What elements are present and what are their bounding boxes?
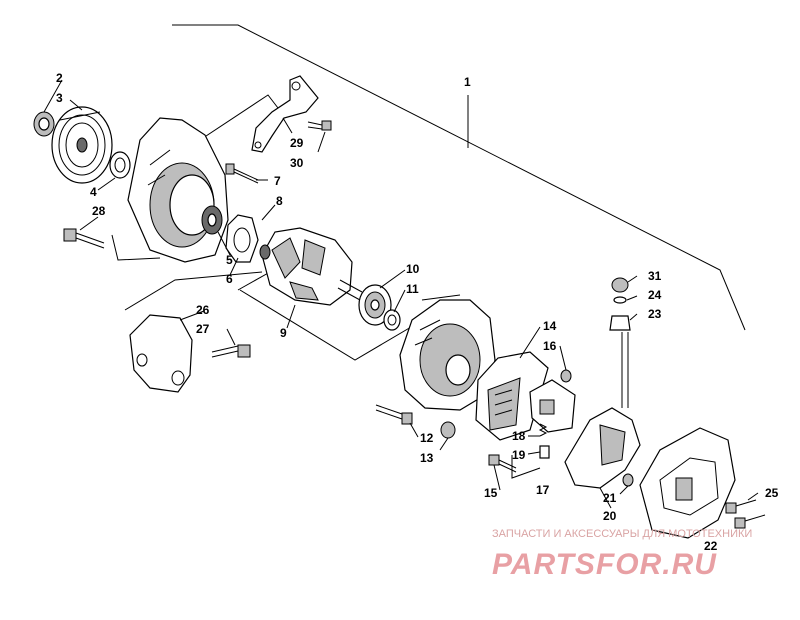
callout-10: 10	[406, 262, 420, 276]
callout-15: 15	[484, 486, 498, 500]
part-spring	[538, 423, 548, 437]
callout-2: 2	[56, 71, 63, 85]
part-bolt-22	[734, 514, 766, 529]
callout-13: 13	[420, 451, 434, 465]
watermark: ЗАПЧАСТИ И АКСЕССУАРЫ ДЛЯ МОТОТЕХНИКИ PA…	[492, 528, 752, 581]
callout-22: 22	[704, 539, 718, 553]
callout-28: 28	[92, 204, 106, 218]
callout-31: 31	[648, 269, 662, 283]
callout-20: 20	[603, 509, 617, 523]
part-screw-16	[560, 369, 572, 383]
callout-14: 14	[543, 319, 557, 333]
part-spacer	[109, 151, 131, 179]
callout-29: 29	[290, 136, 304, 150]
part-brush-holder	[529, 379, 576, 433]
callout-17: 17	[536, 483, 550, 497]
callout-4: 4	[90, 185, 97, 199]
callout-26: 26	[196, 303, 210, 317]
part-bolt-25	[725, 499, 757, 514]
callout-27: 27	[196, 322, 210, 336]
watermark-logo: PARTSFOR.RU	[492, 548, 717, 581]
callout-12: 12	[420, 431, 434, 445]
part-rotor	[259, 227, 363, 306]
part-bolt-27	[211, 344, 251, 358]
part-nut	[33, 111, 55, 137]
part-stud-bolt	[225, 163, 259, 184]
watermark-caption: ЗАПЧАСТИ И АКСЕССУАРЫ ДЛЯ МОТОТЕХНИКИ	[492, 528, 752, 540]
callout-labels: 1 2 3 4 5 6 7 8 9 10 11 12 13 14 15 16 1…	[56, 71, 779, 553]
part-rear-cover	[639, 427, 736, 539]
part-bolt-12	[375, 404, 413, 425]
part-pulley	[51, 106, 113, 184]
callout-5: 5	[226, 253, 233, 267]
callout-19: 19	[512, 448, 526, 462]
leader-lines	[43, 79, 759, 509]
callout-11: 11	[406, 282, 419, 296]
callout-23: 23	[648, 307, 662, 321]
callout-30: 30	[290, 156, 304, 170]
callout-21: 21	[603, 491, 617, 505]
callout-1: 1	[464, 75, 471, 89]
callout-8: 8	[276, 194, 283, 208]
callout-6: 6	[226, 272, 233, 286]
part-ring	[383, 309, 401, 331]
callout-9: 9	[280, 326, 287, 340]
part-rear-housing	[399, 299, 496, 411]
callout-25: 25	[765, 486, 779, 500]
callout-3: 3	[56, 91, 63, 105]
callout-18: 18	[512, 429, 526, 443]
part-bolt-28	[63, 228, 105, 249]
part-rectifier	[564, 332, 641, 489]
part-regulator	[475, 351, 549, 441]
part-terminal-stack	[609, 277, 631, 331]
part-brush	[539, 445, 550, 459]
part-bolt-30	[307, 120, 332, 131]
part-bearing	[358, 284, 392, 326]
callout-24: 24	[648, 288, 662, 302]
part-bracket-upper	[251, 75, 319, 153]
assembly-bracket-1	[172, 24, 746, 331]
callout-7: 7	[274, 174, 281, 188]
part-nut-13	[440, 421, 456, 439]
part-front-housing	[127, 117, 229, 263]
callout-16: 16	[543, 339, 557, 353]
part-screw-21	[622, 473, 634, 487]
part-bracket-lower	[129, 314, 193, 393]
